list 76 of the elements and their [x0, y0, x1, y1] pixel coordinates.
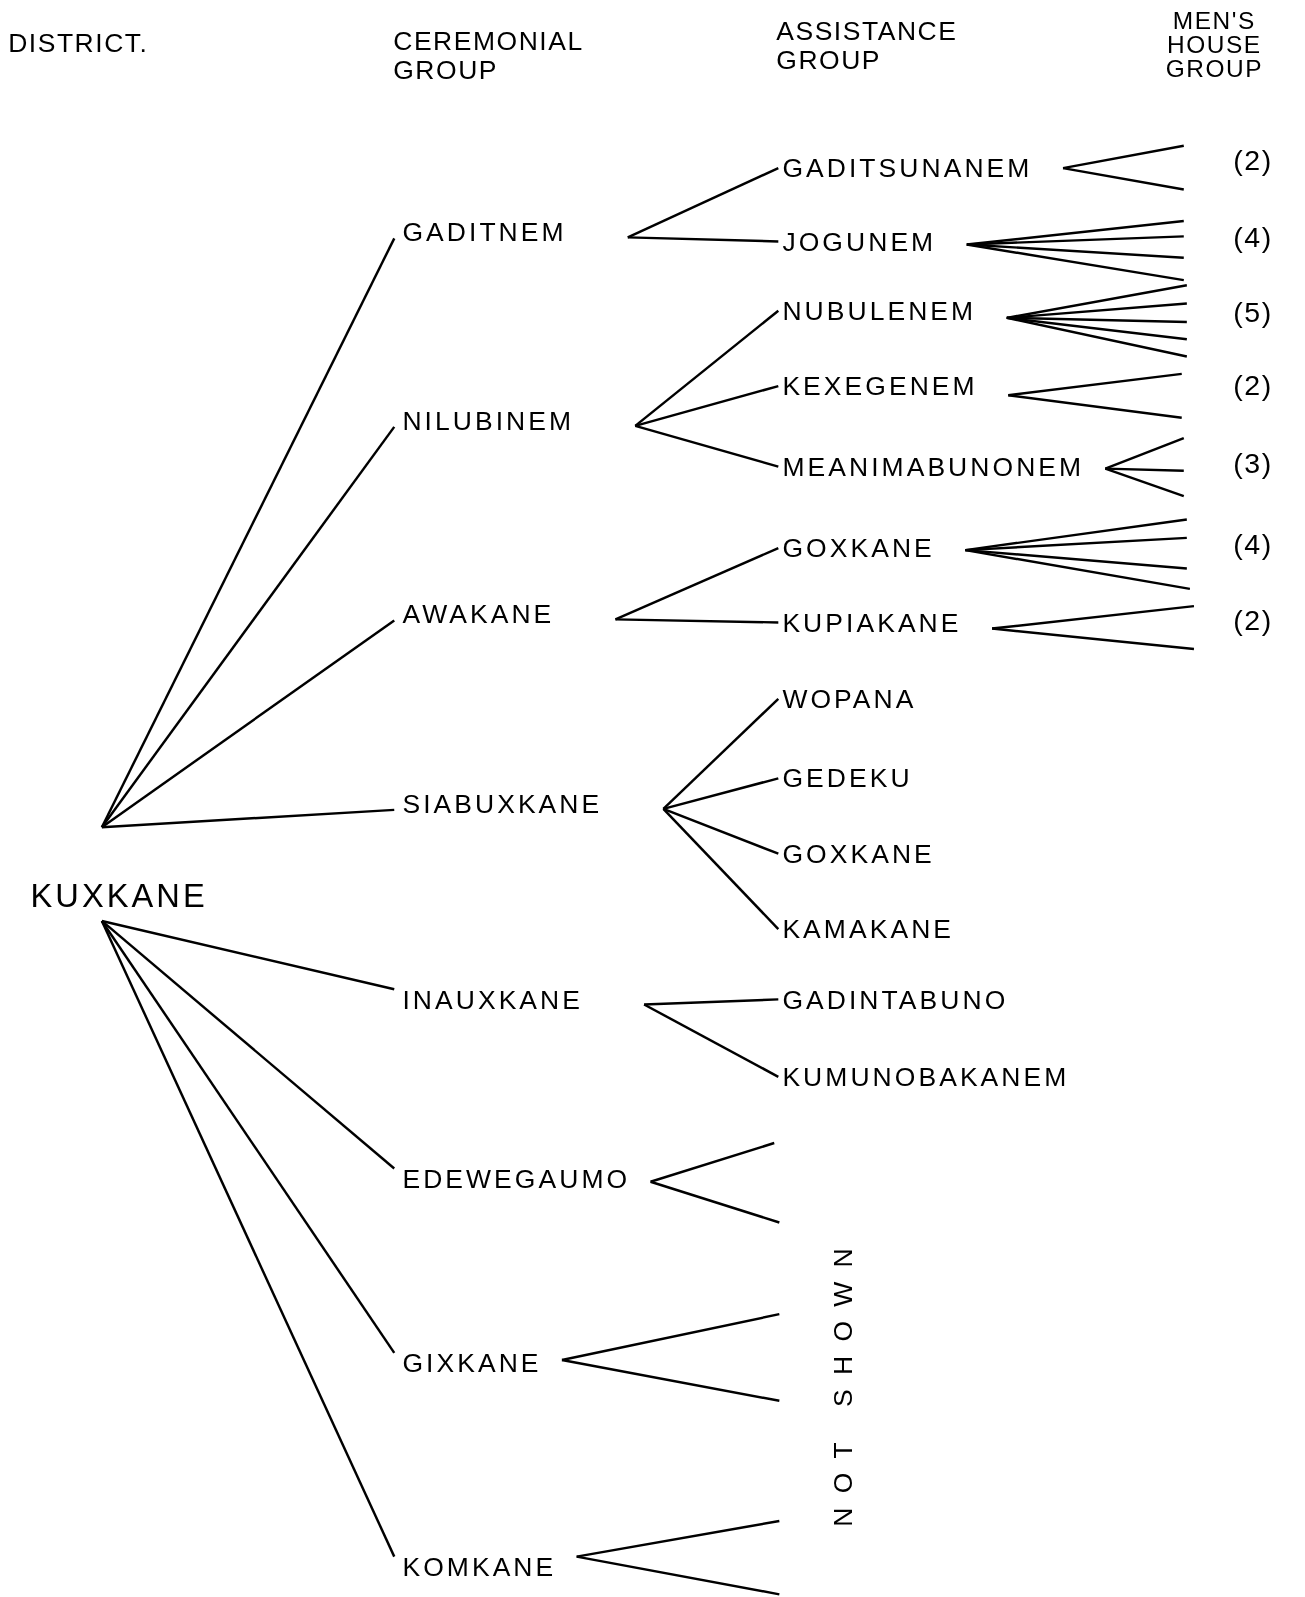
connector-line [662, 807, 779, 855]
connector-line [1104, 467, 1185, 498]
connector-line [100, 920, 396, 1354]
assistance-group-name: GEDEKU [782, 757, 913, 799]
connector-line [1104, 436, 1185, 470]
connector-line [101, 919, 395, 991]
ceremonial-group-name: GADITNEM [402, 211, 567, 253]
connector-line [627, 236, 779, 243]
assistance-group-name: KEXEGENEM [782, 365, 978, 407]
connector-line [561, 1358, 780, 1402]
assistance-group-name: NUBULENEM [782, 290, 977, 332]
connector-line [1105, 467, 1184, 472]
house-count: (5) [1232, 297, 1274, 329]
connector-line [576, 1555, 780, 1596]
assistance-group-name: MEANIMABUNONEM [782, 446, 1085, 487]
column-heading: CEREMONIAL GROUP [393, 26, 584, 85]
connector-line [101, 619, 395, 829]
district-name: KUXKANE [30, 827, 208, 921]
connector-line [965, 548, 1191, 591]
house-count: (4) [1232, 529, 1274, 562]
ceremonial-group-name: SIABUXKANE [402, 783, 603, 825]
connector-line [965, 518, 1187, 552]
connector-line [991, 604, 1195, 630]
house-count: (2) [1232, 370, 1274, 403]
assistance-group-name: GADINTABUNO [782, 979, 1009, 1020]
connector-line [634, 424, 779, 468]
connector-line [101, 920, 396, 1170]
ceremonial-group-name: KOMKANE [402, 1546, 557, 1588]
connector-line [650, 1180, 780, 1224]
ceremonial-group-name: AWAKANE [402, 593, 555, 635]
connector-line [662, 808, 780, 930]
connector-line [627, 167, 779, 239]
assistance-group-name: GOXKANE [782, 833, 935, 875]
assistance-group-name: WOPANA [782, 678, 917, 720]
connector-line [576, 1519, 780, 1558]
ceremonial-group-name: EDEWEGAUMO [402, 1158, 631, 1200]
house-count: (2) [1232, 145, 1274, 178]
connector-line [1006, 302, 1187, 320]
connector-line [650, 1141, 775, 1183]
connector-line [100, 920, 396, 1558]
house-count: (3) [1232, 448, 1274, 480]
connector-line [615, 618, 779, 624]
connector-line [991, 627, 1195, 651]
connector-line [663, 777, 779, 811]
column-heading: DISTRICT. [8, 28, 150, 58]
connector-line [1008, 394, 1182, 419]
assistance-group-name: KAMAKANE [782, 908, 955, 950]
ceremonial-group-name: INAUXKANE [402, 979, 583, 1020]
assistance-group-name: KUPIAKANE [782, 602, 962, 643]
assistance-group-name: JOGUNEM [782, 221, 937, 262]
connector-line [966, 243, 1184, 282]
ceremonial-group-name: NILUBINEM [402, 400, 575, 442]
connector-line [1062, 166, 1184, 191]
connector-line [100, 237, 396, 828]
connector-line [662, 697, 780, 810]
connector-line [101, 808, 395, 829]
connector-line [1006, 316, 1188, 358]
connector-line [100, 426, 396, 828]
connector-line [634, 309, 780, 427]
connector-line [643, 1003, 779, 1078]
connector-line [1006, 284, 1188, 320]
column-heading: MEN'S HOUSE GROUP [1164, 8, 1264, 82]
assistance-group-name: GOXKANE [782, 527, 935, 569]
ceremonial-group-name: GIXKANE [402, 1342, 542, 1384]
connector-line [644, 998, 779, 1006]
connector-line [561, 1312, 780, 1362]
side-note: NOT SHOWN [828, 1234, 859, 1527]
connector-line [634, 384, 779, 427]
connector-line [966, 243, 1184, 259]
house-count: (4) [1232, 222, 1274, 254]
house-count: (2) [1232, 605, 1274, 637]
assistance-group-name: GADITSUNANEM [782, 147, 1033, 189]
column-heading: ASSISTANCE GROUP [776, 16, 959, 75]
assistance-group-name: KUMUNOBAKANEM [782, 1056, 1070, 1098]
connector-line [614, 546, 779, 621]
connector-line [1062, 144, 1184, 170]
